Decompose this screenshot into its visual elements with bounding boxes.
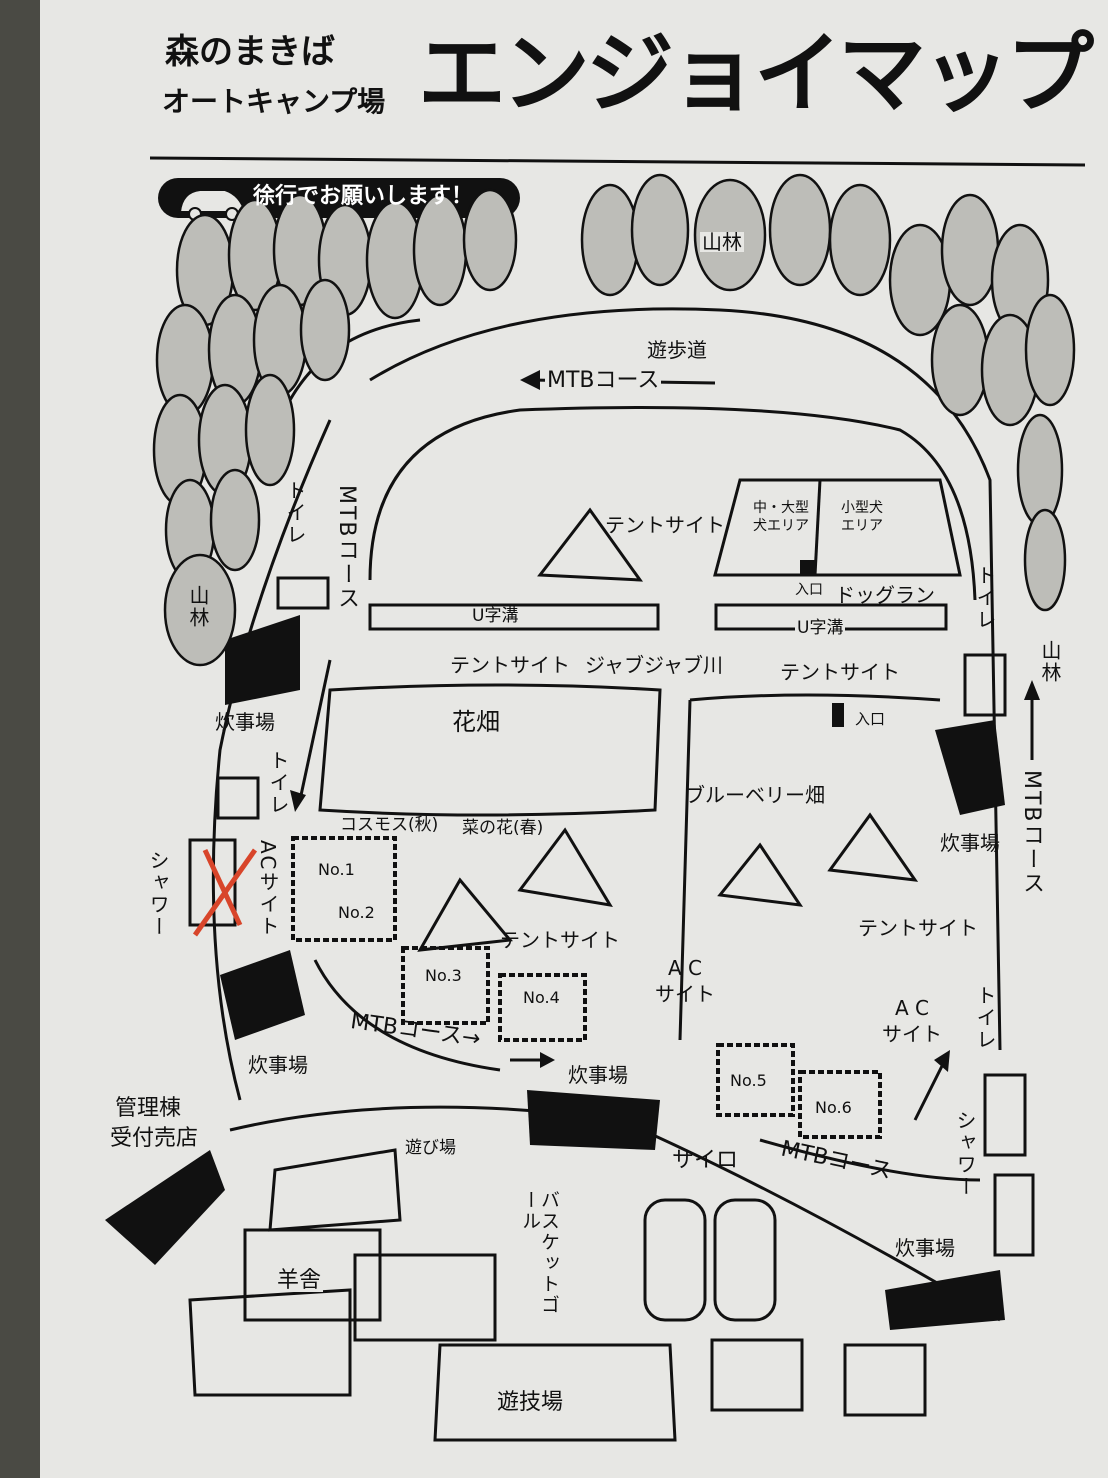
mtb-course-top: MTBコース [545, 368, 662, 393]
ac-site-no1[interactable]: No.1 [318, 860, 355, 879]
arrow-icon [1024, 680, 1040, 700]
park-name-line2: オートキャンプ場 [162, 85, 386, 118]
arrow-icon [520, 370, 540, 390]
ac-site-label-2: A C サイト [655, 956, 715, 1006]
toilet-label-1: トイレ [283, 480, 307, 546]
meadow-edge [368, 406, 977, 601]
cosmos-label: コスモス(秋) [340, 815, 439, 835]
forest-label-left: 山林 [186, 585, 210, 629]
rapeseed-label: 菜の花(春) [462, 818, 544, 838]
forest-label-top: 山林 [700, 230, 744, 254]
toilet-label-2: トイレ [266, 750, 290, 816]
flower-field-label: 花畑 [452, 708, 500, 736]
ac-site-no6[interactable]: No.6 [815, 1098, 852, 1117]
ac-site-plots [291, 836, 882, 1139]
promenade-label: 遊歩道 [645, 338, 709, 362]
tent-site-label-3: テントサイト [780, 660, 900, 684]
basket-goal-label: バスケットゴール [519, 1190, 560, 1316]
mtb-bottom-path [313, 959, 981, 1182]
tents [417, 507, 919, 952]
silo-label: サイロ [672, 1148, 739, 1173]
dog-run-entrance-label: 入口 [795, 582, 823, 598]
toilet-label-3: トイレ [973, 565, 997, 631]
management-label: 管理棟 [115, 1096, 182, 1121]
u-ditch-label-right: U字溝 [795, 618, 846, 638]
dog-area-large-label: 中・大型犬エリア [753, 500, 809, 534]
playground-label: 遊び場 [405, 1138, 456, 1158]
kitchen-label-5: 炊事場 [895, 1236, 955, 1260]
arrow-icon [540, 1052, 555, 1068]
toilet-label-4: トイレ [973, 985, 997, 1051]
blueberry-field-label: ブルーベリー畑 [685, 783, 825, 807]
blueberry-border [678, 693, 941, 1041]
u-ditch-left [368, 603, 660, 631]
tent-site-label-2: テントサイト [450, 653, 570, 677]
dog-area-small-label: 小型犬エリア [841, 500, 883, 534]
forest-trees [152, 173, 1076, 667]
ac-site-no5[interactable]: No.5 [730, 1071, 767, 1090]
silo-1 [643, 1198, 707, 1322]
ac-site-label-1: ACサイト [256, 840, 280, 938]
tent-site-label-4: テントサイト [500, 928, 620, 952]
rabbit-pen [843, 1343, 927, 1417]
game-hall-label: 遊技場 [495, 1390, 566, 1415]
shower-label-right: シャワー [953, 1110, 977, 1198]
dog-run-fence [713, 478, 962, 577]
mtb-course-right: MTBコース [1019, 770, 1044, 896]
forest-label-right: 山林 [1038, 640, 1062, 684]
mtb-course-left: MTBコース [334, 485, 359, 611]
stream-label: ジャブジャブ川 [585, 653, 723, 677]
left-path [211, 419, 332, 1101]
dog-run-label: ドッグラン [835, 583, 935, 607]
ac-site-no3[interactable]: No.3 [425, 966, 462, 985]
park-name-line1: 森のまきば [165, 32, 335, 72]
tent-site-label-1: テントサイト [605, 513, 725, 537]
slow-down-notice: 徐行でお願いします！ [253, 184, 474, 209]
goat-pen [710, 1338, 804, 1412]
sheep-barn-label: 羊舎 [275, 1268, 324, 1293]
arrow-icon [934, 1050, 950, 1072]
reception-shop-label: 受付売店 [110, 1126, 199, 1151]
blueberry-entrance-label: 入口 [855, 710, 886, 728]
flower-field-border [318, 683, 662, 817]
red-cross-mark [192, 848, 258, 937]
kitchen-label-4: 炊事場 [568, 1063, 628, 1087]
silo-2 [713, 1198, 777, 1322]
header-rule [149, 156, 1086, 167]
ac-site-label-3: A C サイト [882, 996, 942, 1046]
ac-site-no4[interactable]: No.4 [523, 988, 560, 1007]
shower-label-left: シャワー [146, 850, 170, 938]
kitchen-label-2: 炊事場 [215, 710, 275, 734]
ac-site-no2[interactable]: No.2 [338, 903, 375, 922]
kitchen-label-1: 炊事場 [940, 831, 1000, 855]
u-ditch-label-left: U字溝 [470, 606, 521, 626]
tent-site-label-5: テントサイト [858, 916, 978, 940]
kitchen-label-3: 炊事場 [248, 1053, 308, 1077]
sheep-pen [353, 1253, 497, 1342]
arrow-icon [290, 790, 306, 812]
map-title: エンジョイマップ [418, 22, 1094, 125]
farm-buildings [188, 1148, 677, 1442]
